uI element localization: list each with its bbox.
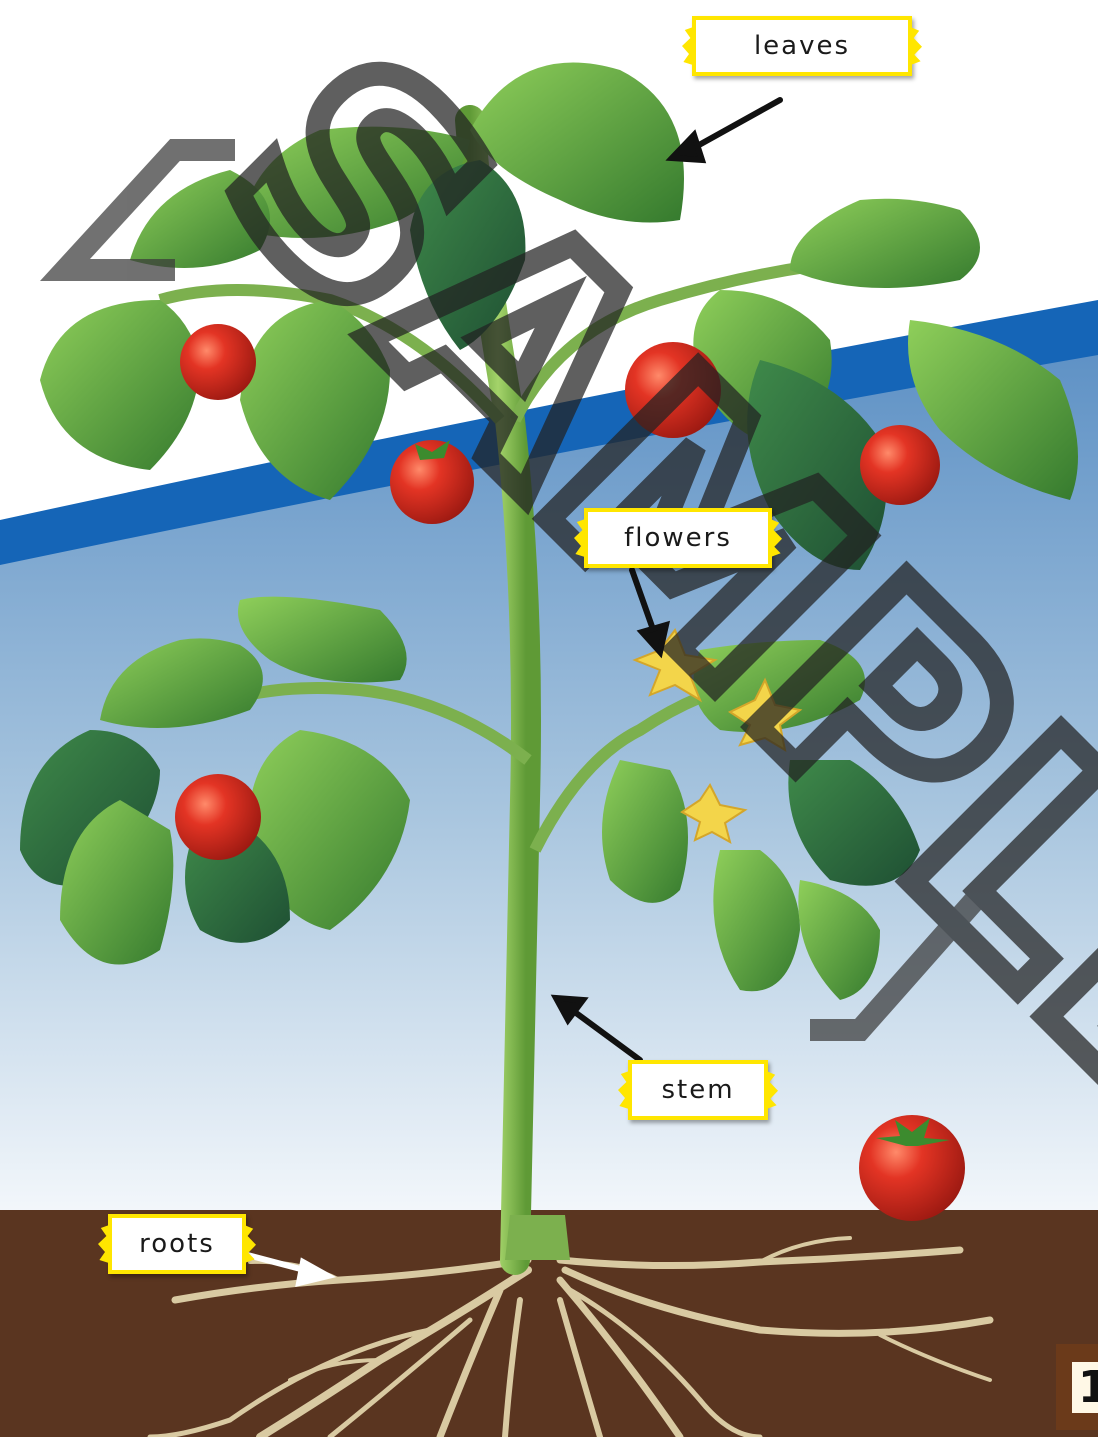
leaves-label: leaves [692, 16, 912, 76]
tomato-1 [180, 324, 256, 400]
tomato-5 [175, 774, 261, 860]
roots-label-text: roots [139, 1229, 215, 1259]
flowers-label: flowers [584, 508, 772, 568]
arrow-leaves [672, 100, 780, 160]
page-number-text: 1 [1072, 1362, 1098, 1413]
flowers-label-text: flowers [624, 523, 732, 553]
roots-label: roots [108, 1214, 246, 1274]
page-number: 1 [1056, 1344, 1098, 1430]
leaves-label-text: leaves [754, 31, 850, 61]
stem-label: stem [628, 1060, 768, 1120]
stem-label-text: stem [661, 1075, 734, 1105]
tomato-fallen [859, 1115, 965, 1221]
